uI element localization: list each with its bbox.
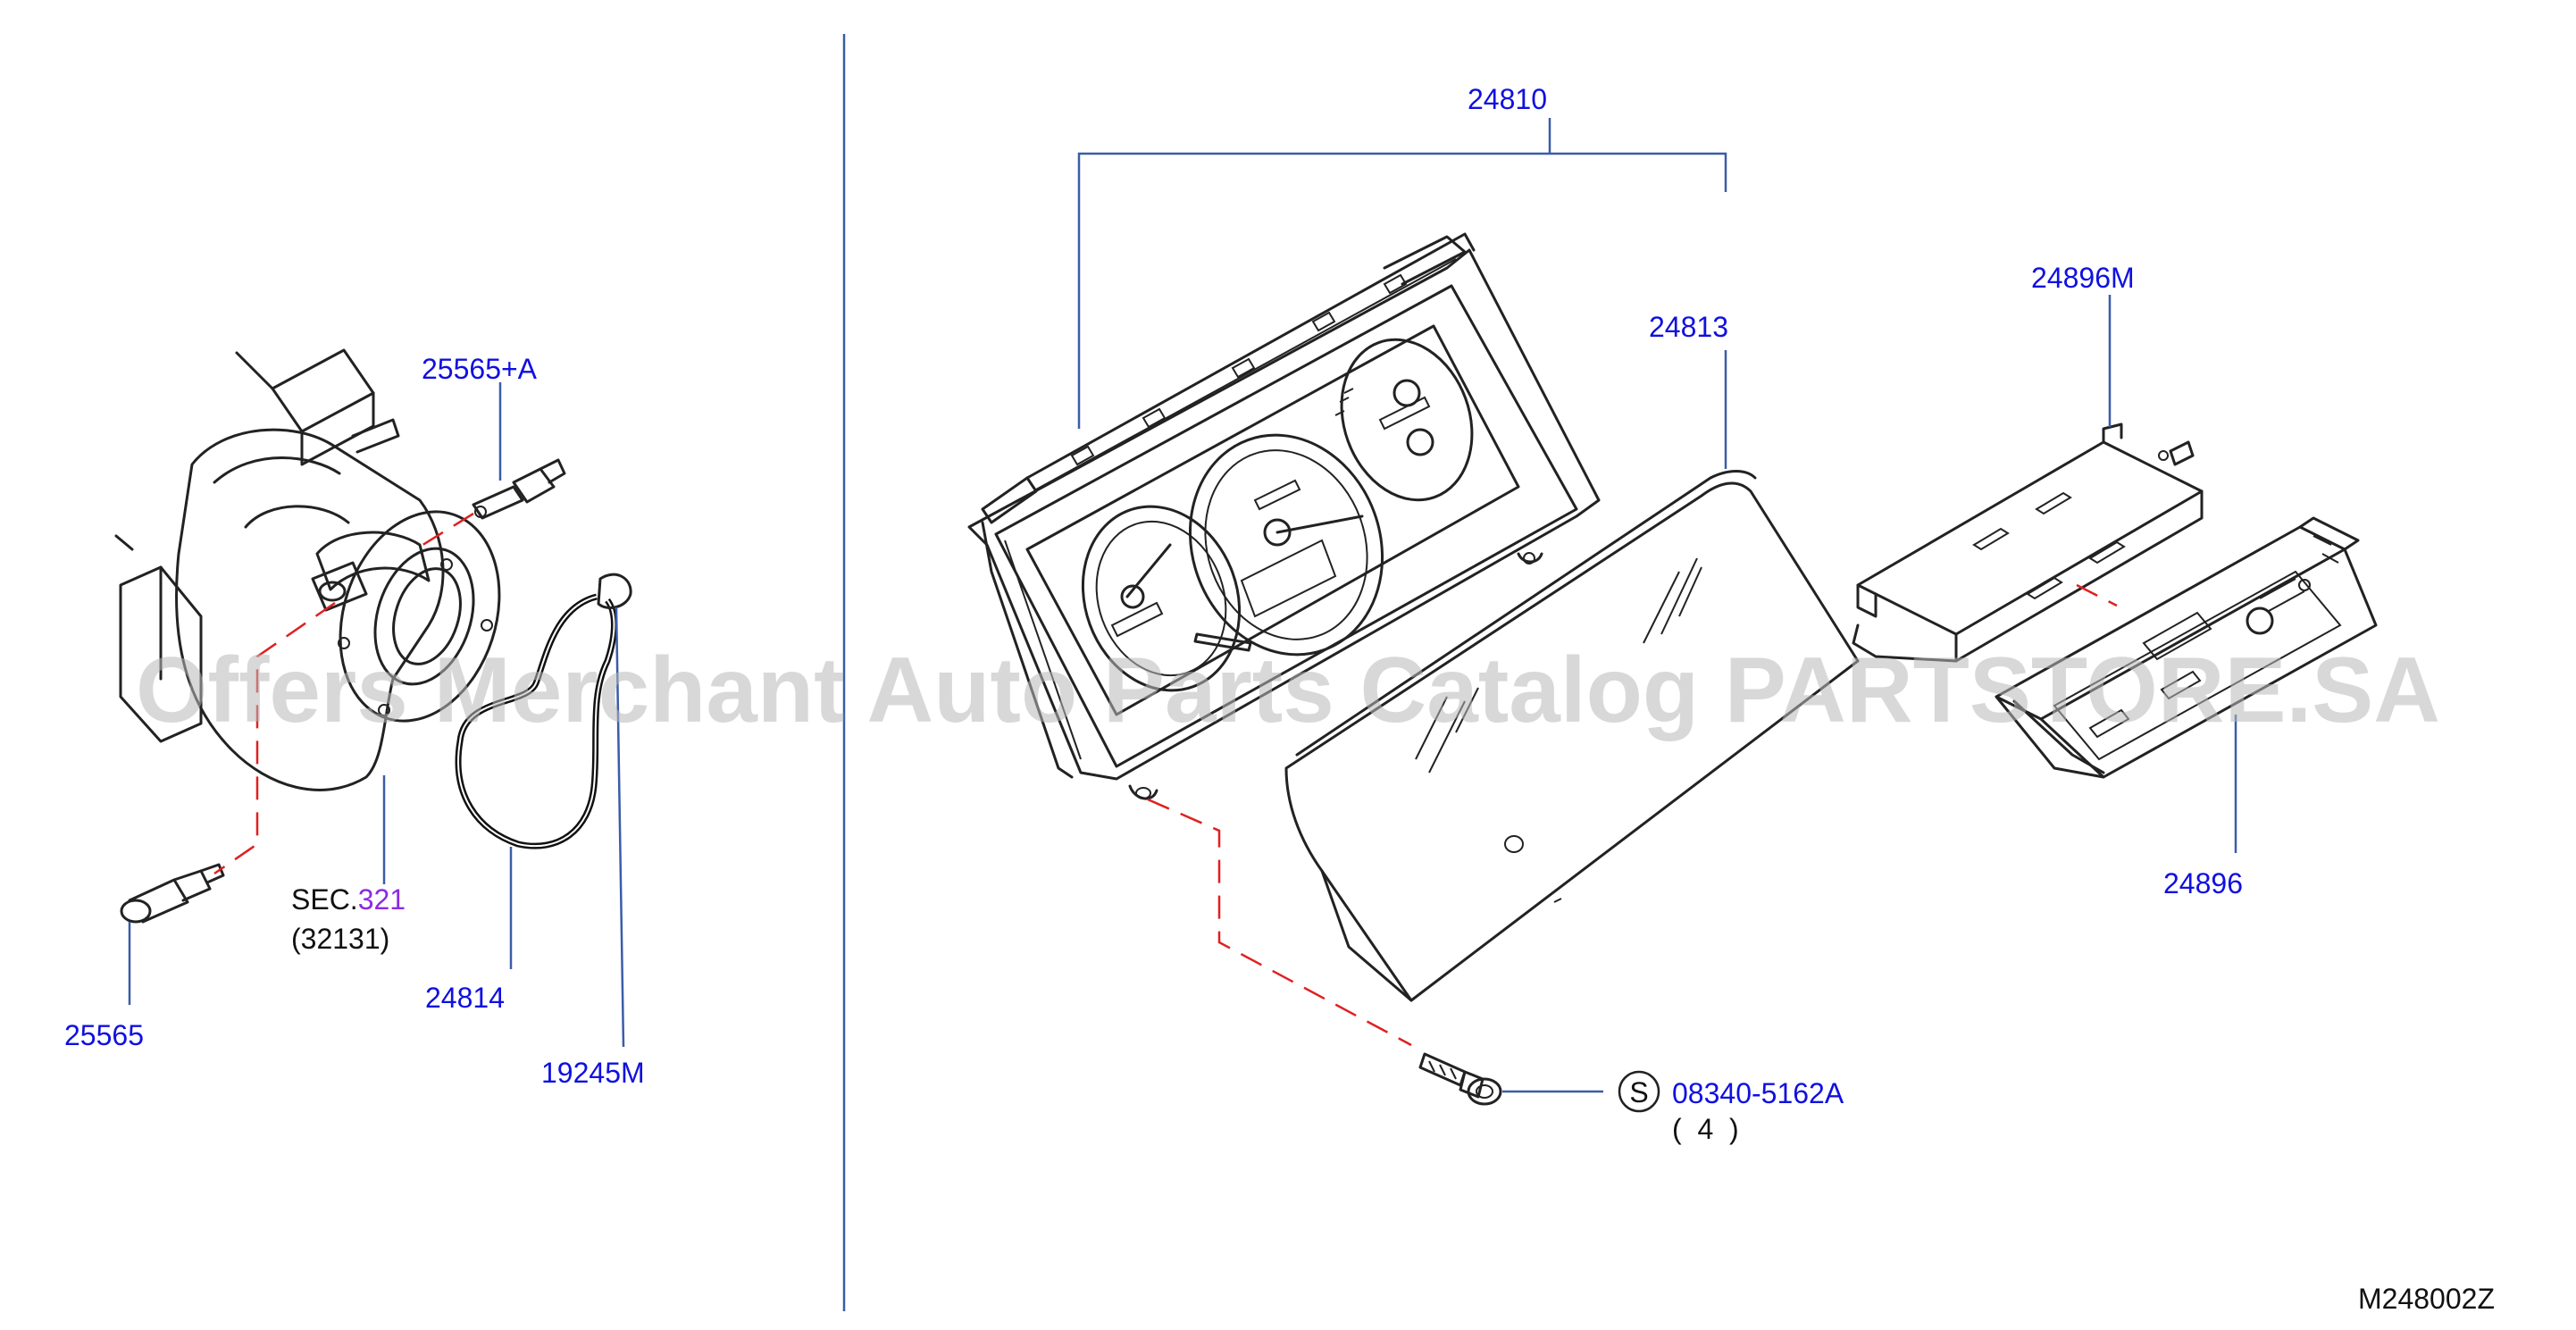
label-24810: 24810 (1468, 83, 1547, 115)
display-bracket (1852, 422, 2204, 663)
dash-bracket (2076, 583, 2118, 607)
wire-harness (455, 573, 632, 849)
bolt-screw (1418, 1052, 1502, 1106)
speed-sensor-upper (472, 458, 566, 520)
figure-code: M248002Z (2358, 1283, 2495, 1315)
watermark-text: Offers Merchant Auto Parts Catalog PARTS… (136, 639, 2440, 742)
meter-housing (967, 232, 1601, 800)
dash-upper-sensor (419, 512, 474, 548)
label-24813: 24813 (1649, 311, 1728, 343)
bolt-symbol: S (1629, 1076, 1648, 1108)
bolt-symbol-circle (1618, 1070, 1660, 1113)
label-24814: 24814 (425, 982, 505, 1014)
label-sec: SEC.321 (291, 883, 406, 916)
label-25565: 25565 (64, 1019, 144, 1051)
label-24896M: 24896M (2031, 262, 2135, 294)
leader-24810 (1077, 152, 1727, 429)
label-19245M: 19245M (541, 1057, 645, 1089)
label-25565A: 25565+A (422, 353, 538, 385)
label-sec-sub: (32131) (291, 923, 389, 955)
label-bolt-qty: ( 4 ) (1672, 1113, 1739, 1145)
label-sec-number: 321 (358, 883, 406, 916)
speed-sensor-lower (120, 863, 225, 924)
dash-bolt (1147, 798, 1412, 1047)
label-sec-prefix: SEC. (291, 883, 358, 916)
leader-19245M (615, 606, 625, 1048)
meter-lens (1284, 470, 1860, 1002)
label-24896: 24896 (2163, 867, 2243, 899)
dash-lower-sensor (213, 601, 336, 875)
transmission-housing (114, 348, 501, 791)
label-bolt-part: 08340-5162A (1672, 1077, 1844, 1109)
display-unit (1995, 516, 2378, 779)
